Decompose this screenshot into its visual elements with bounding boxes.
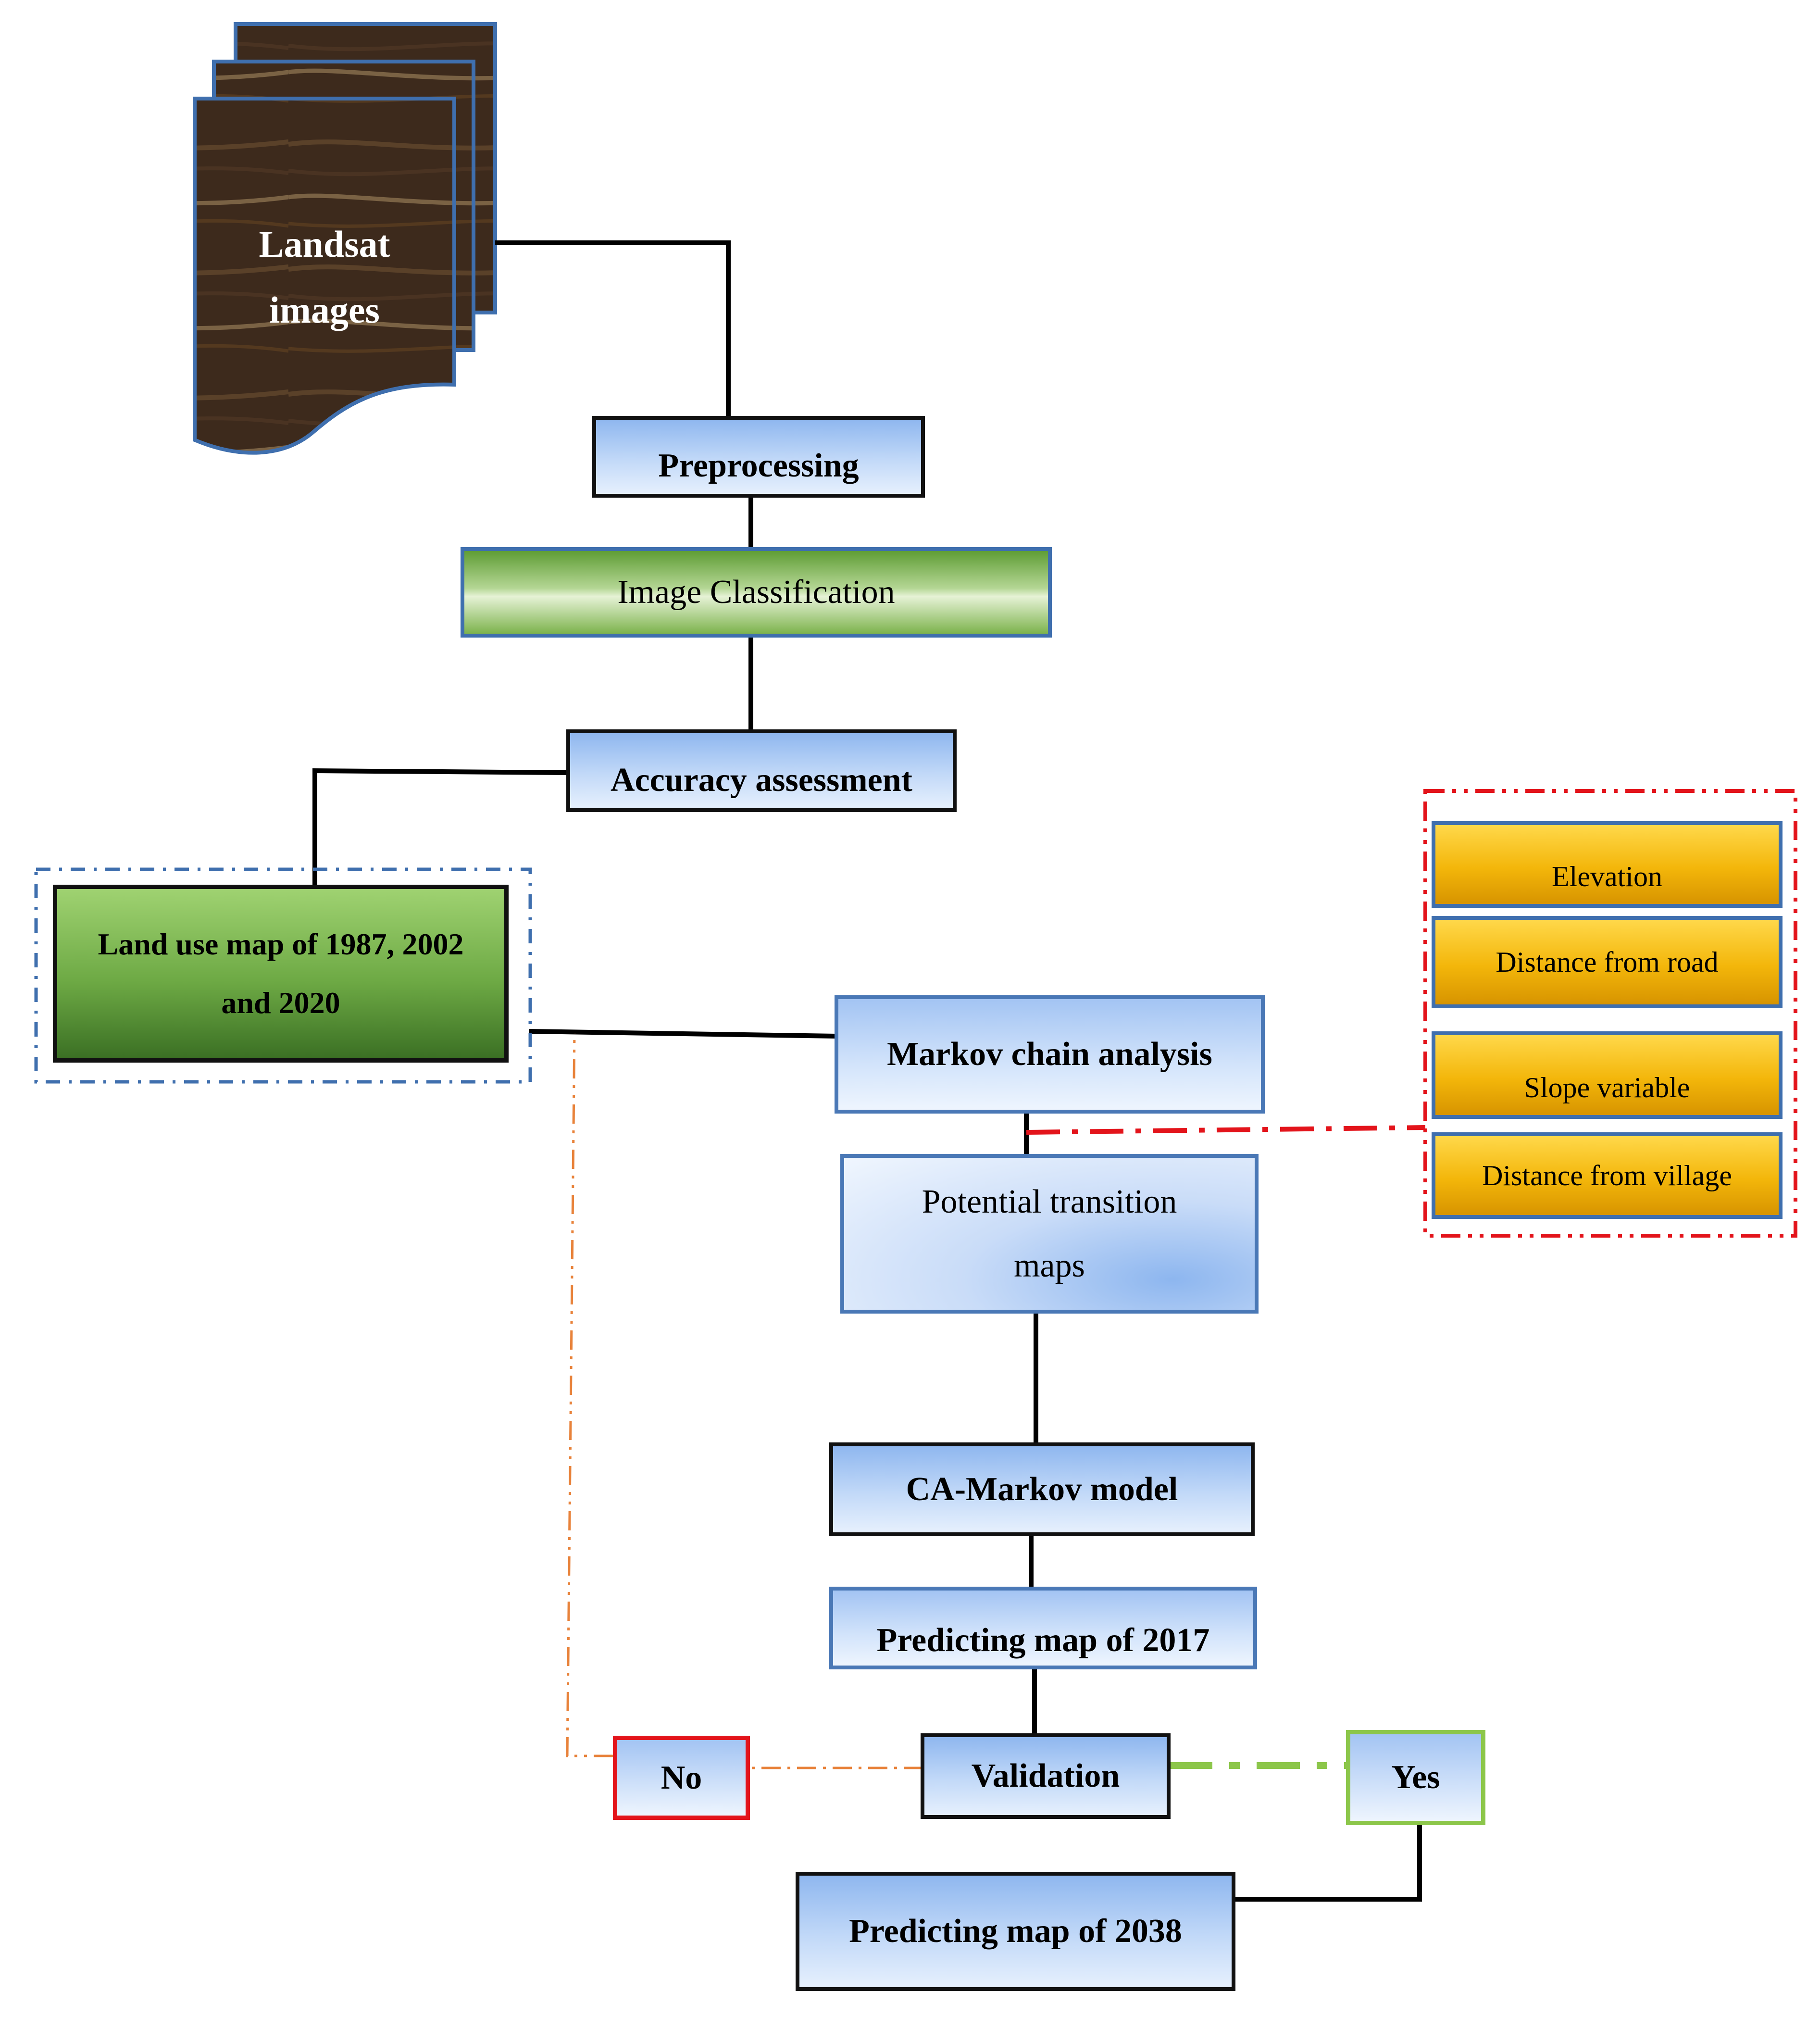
no-box: No [613,1736,750,1820]
validation-box: Validation [921,1733,1171,1819]
factor-distance-village-box: Distance from village [1432,1132,1783,1219]
no-feedback-loop [566,1032,613,1757]
markov-chain-box: Markov chain analysis [835,995,1265,1114]
main-connectors [312,240,1422,1902]
image-classification-box: Image Classification [461,547,1052,638]
image-classification-label: Image Classification [617,574,895,611]
markov-chain-label: Markov chain analysis [887,1036,1212,1073]
ca-markov-label: CA-Markov model [906,1470,1178,1508]
factor-connector [1026,1125,1426,1135]
landsat-label-line2: images [269,288,380,331]
validation-label: Validation [971,1757,1120,1794]
yes-label: Yes [1391,1759,1440,1796]
land-use-map-label-line2: and 2020 [221,986,340,1020]
factor-elevation-box: Elevation [1432,821,1783,908]
predicting-2017-box: Predicting map of 2017 [829,1587,1257,1669]
land-use-group-frame [34,867,532,1084]
factor-slope-label: Slope variable [1524,1072,1690,1103]
ca-markov-box: CA-Markov model [829,1442,1255,1536]
land-use-map-box: Land use map of 1987, 2002 and 2020 [53,885,509,1063]
predicting-2017-label: Predicting map of 2017 [876,1622,1210,1659]
factor-distance-road-label: Distance from road [1496,946,1719,978]
potential-transition-label-line1: Potential transition [922,1183,1177,1220]
potential-transition-box: Potential transition maps [840,1154,1259,1314]
preprocessing-label: Preprocessing [658,447,859,484]
predicting-2038-label: Predicting map of 2038 [849,1913,1182,1950]
landsat-label-line1: Landsat [259,223,390,265]
factor-distance-village-label: Distance from village [1482,1159,1732,1191]
no-label: No [661,1759,702,1796]
preprocessing-box: Preprocessing [592,416,925,498]
accuracy-assessment-box: Accuracy assessment [566,729,957,812]
predicting-2038-box: Predicting map of 2038 [796,1872,1235,1991]
accuracy-assessment-label: Accuracy assessment [611,762,912,799]
landsat-label: Landsat images [195,212,454,343]
landsat-images-icon [193,22,497,455]
yes-box: Yes [1346,1730,1485,1825]
land-use-map-label-line1: Land use map of 1987, 2002 [98,927,464,962]
factor-distance-road-box: Distance from road [1432,916,1783,1008]
potential-transition-label-line2: maps [1014,1247,1085,1284]
factors-group-frame [1423,789,1797,1238]
factor-slope-box: Slope variable [1432,1031,1783,1119]
factor-elevation-label: Elevation [1552,861,1662,892]
